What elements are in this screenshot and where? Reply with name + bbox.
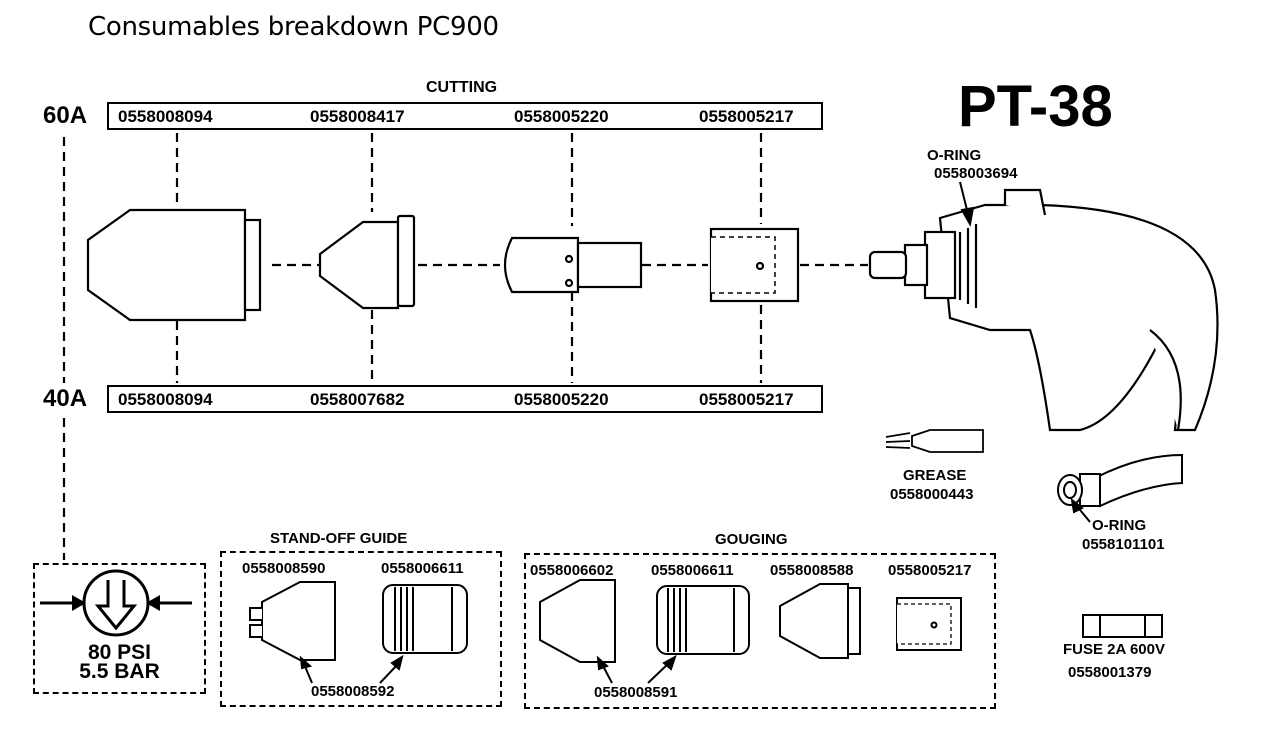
shield-cup-icon xyxy=(86,208,262,322)
part-60a-electrode: 0558005220 xyxy=(514,107,609,126)
fuse-icon xyxy=(1082,614,1163,638)
torch-oring-label: O-RING xyxy=(927,147,982,164)
pressure-box xyxy=(33,563,206,694)
standoff-part-cup: 0558006611 xyxy=(381,560,464,577)
standoff-part-guide: 0558008590 xyxy=(242,560,326,577)
gouging-part-shield: 0558006602 xyxy=(530,562,614,579)
standoff-box xyxy=(220,551,502,707)
gouging-part-nozzle: 0558008588 xyxy=(770,562,854,579)
gouging-box xyxy=(524,553,996,709)
pressure-bar: 5.5 BAR xyxy=(79,660,160,683)
model-title: PT-38 xyxy=(958,74,1113,139)
part-40a-electrode: 0558005220 xyxy=(514,390,609,409)
part-60a-swirl-ring: 0558005217 xyxy=(699,107,794,126)
gouging-part-cup: 0558006611 xyxy=(651,562,734,579)
part-40a-shield: 0558008094 xyxy=(118,390,213,409)
gouging-nozzle-icon xyxy=(779,583,861,659)
amperage-60a: 60A xyxy=(43,102,88,129)
grease-label: GREASE xyxy=(903,467,967,484)
gouging-cup-icon xyxy=(656,585,750,655)
standoff-guide-icon xyxy=(249,581,336,661)
cutting-header: CUTTING xyxy=(426,79,498,96)
part-40a-swirl-ring: 0558005217 xyxy=(699,390,794,409)
grease-tube-icon xyxy=(885,429,984,453)
lead-oring-part: 0558101101 xyxy=(1082,536,1165,553)
standoff-header: STAND-OFF GUIDE xyxy=(270,530,408,547)
part-40a-nozzle: 0558007682 xyxy=(310,390,405,409)
grease-part: 0558000443 xyxy=(890,486,974,503)
swirl-ring-icon xyxy=(709,227,800,303)
fuse-label: FUSE 2A 600V xyxy=(1063,641,1165,658)
torch-oring-part: 0558003694 xyxy=(934,165,1018,182)
torch-icon xyxy=(868,188,1219,432)
lead-fitting-icon xyxy=(1057,453,1183,508)
part-60a-shield: 0558008094 xyxy=(118,107,213,126)
electrode-icon xyxy=(503,236,643,294)
gouging-header: GOUGING xyxy=(715,531,788,548)
nozzle-icon xyxy=(318,214,416,310)
standoff-oring-part: 0558008592 xyxy=(311,683,395,700)
amperage-40a: 40A xyxy=(43,385,88,412)
lead-oring-label: O-RING xyxy=(1092,517,1147,534)
page-title: Consumables breakdown PC900 xyxy=(88,12,499,42)
part-60a-nozzle: 0558008417 xyxy=(310,107,405,126)
row-60a-box xyxy=(107,102,823,130)
gouging-swirl-ring-icon xyxy=(896,597,962,651)
pressure-symbol-icon xyxy=(40,569,192,637)
gouging-oring-part: 0558008591 xyxy=(594,684,678,701)
gouging-part-swirl-ring: 0558005217 xyxy=(888,562,972,579)
pressure-psi: 80 PSI xyxy=(87,641,152,664)
row-40a-box xyxy=(107,385,823,413)
gouging-shield-icon xyxy=(539,579,616,663)
fuse-part: 0558001379 xyxy=(1068,664,1152,681)
standoff-cup-icon xyxy=(382,584,468,654)
oring-arrow-icon xyxy=(959,181,975,227)
